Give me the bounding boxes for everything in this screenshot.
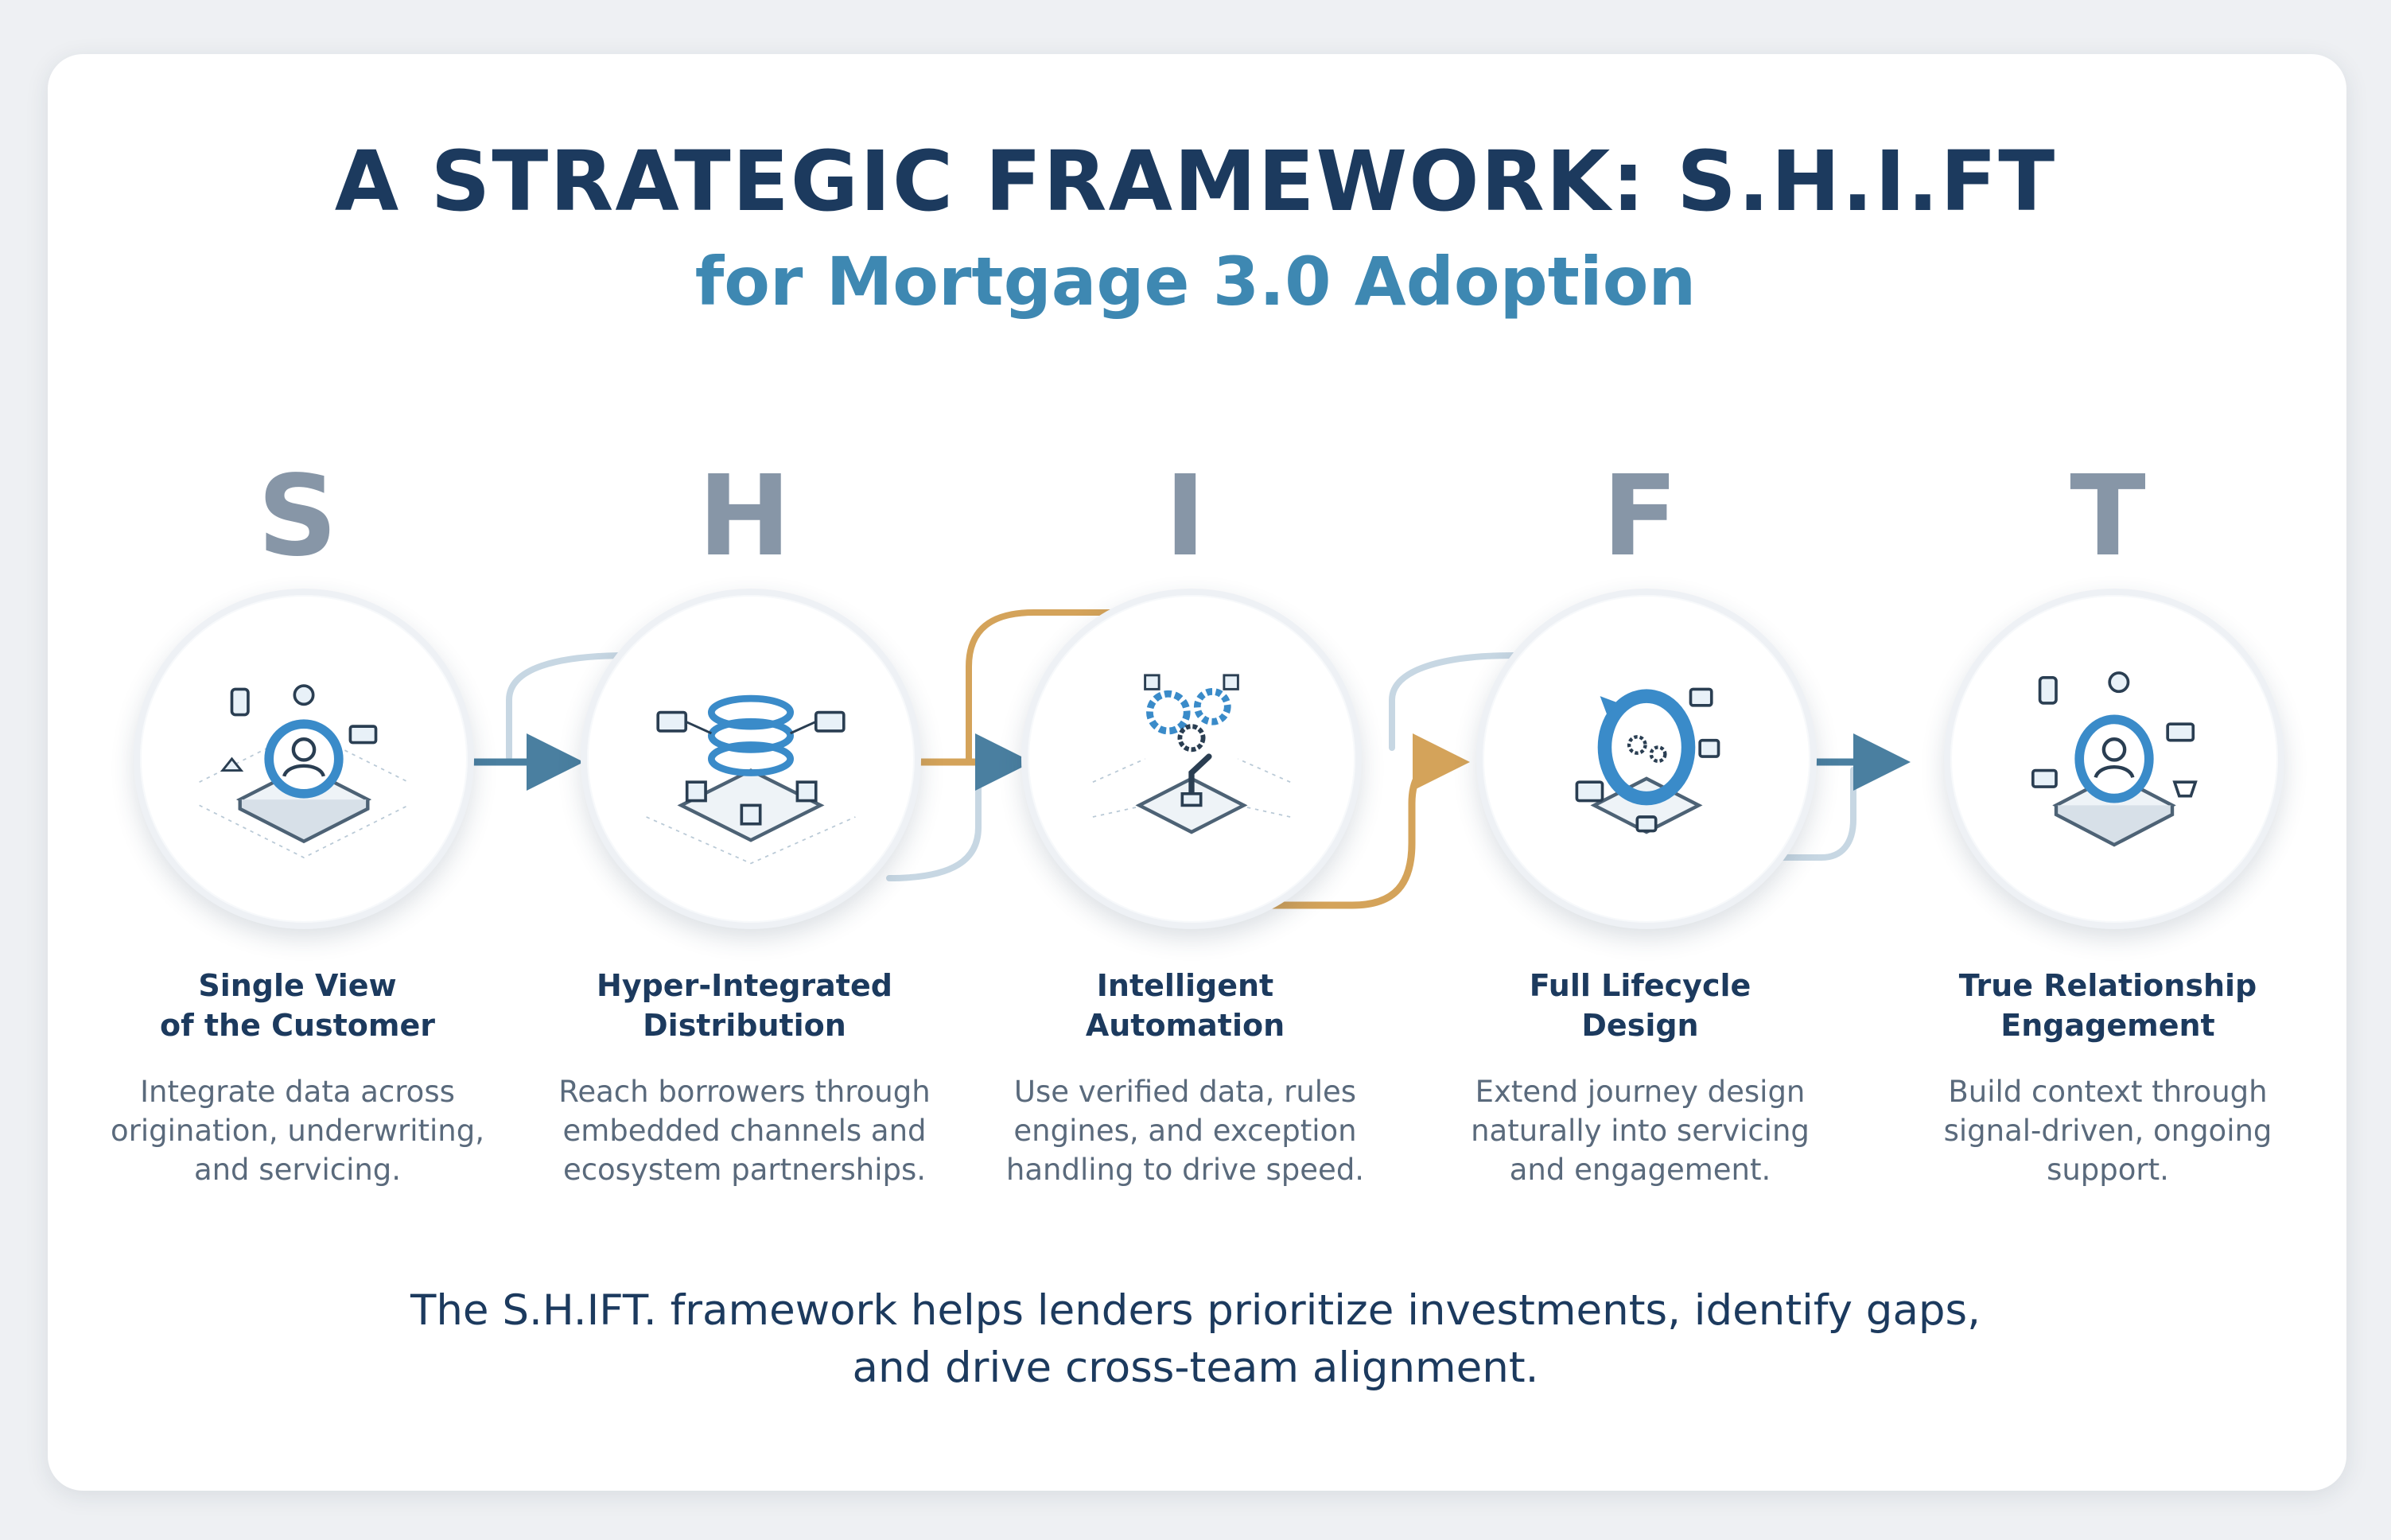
step-desc-line: and servicing. (193, 1153, 402, 1187)
step-title-line: of the Customer (159, 1008, 436, 1043)
robotic-automation-icon (1092, 674, 1291, 834)
distribution-network-icon (646, 694, 856, 865)
step-desc-line: handling to drive speed. (1005, 1153, 1365, 1187)
step-desc-line: Integrate data across (140, 1075, 455, 1109)
step-desc-line: Use verified data, rules (1013, 1075, 1357, 1109)
step-desc-line: embedded channels and (562, 1114, 927, 1148)
footer-line: The S.H.IFT. framework helps lenders pri… (410, 1286, 1981, 1335)
step-title: True Relationship Engagement (1885, 966, 2331, 1045)
step-description: Reach borrowers through embedded channel… (522, 1072, 967, 1189)
step-letter: I (1164, 452, 1207, 581)
step-title: Intelligent Automation (962, 966, 1408, 1045)
step-description: Extend journey design naturally into ser… (1417, 1072, 1863, 1189)
step-letter: T (2070, 452, 2146, 581)
step-title-line: Full Lifecycle (1529, 968, 1751, 1003)
step-letter: H (698, 452, 791, 581)
connector-loop (506, 652, 632, 760)
step-title-line: Hyper-Integrated (597, 968, 892, 1003)
step-desc-line: Build context through (1948, 1075, 2268, 1109)
connector-arrow (1254, 733, 1470, 909)
step-desc-line: support. (2047, 1153, 2169, 1187)
footer-summary: The S.H.IFT. framework helps lenders pri… (0, 1282, 2391, 1397)
step-title: Hyper-Integrated Distribution (522, 966, 967, 1045)
step-circle (1944, 589, 2284, 929)
connector-loop (966, 609, 1152, 763)
relationship-engagement-icon (2031, 671, 2198, 847)
step-circle (1021, 589, 1362, 929)
step-description: Build context through signal-driven, ong… (1885, 1072, 2331, 1189)
step-desc-line: origination, underwriting, (110, 1114, 484, 1148)
step-desc-line: ecosystem partnerships. (562, 1153, 927, 1187)
step-circle (134, 589, 474, 929)
step-circle (1476, 589, 1817, 929)
step-title-line: True Relationship (1958, 968, 2257, 1003)
step-title-line: Intelligent (1096, 968, 1274, 1003)
step-desc-line: Reach borrowers through (558, 1075, 931, 1109)
step-letter: F (1602, 452, 1678, 581)
step-description: Use verified data, rules engines, and ex… (962, 1072, 1408, 1189)
page-title: A STRATEGIC FRAMEWORK: S.H.I.FT (334, 133, 2057, 230)
connector-loop (1748, 767, 1856, 861)
step-desc-line: and engagement. (1509, 1153, 1771, 1187)
step-description: Integrate data across origination, under… (75, 1072, 520, 1189)
step-circle (581, 589, 921, 929)
connector-loop (886, 767, 982, 881)
lifecycle-cycle-icon (1575, 687, 1720, 834)
step-title-line: Distribution (643, 1008, 846, 1043)
step-desc-line: naturally into servicing (1471, 1114, 1810, 1148)
footer-line: and drive cross-team alignment. (852, 1344, 1539, 1392)
step-title-line: Single View (198, 968, 397, 1003)
step-title: Single View of the Customer (75, 966, 520, 1045)
step-title-line: Automation (1085, 1008, 1285, 1043)
step-title-line: Design (1581, 1008, 1699, 1043)
step-desc-line: engines, and exception (1013, 1114, 1357, 1148)
page-subtitle: for Mortgage 3.0 Adoption (694, 243, 1697, 321)
step-letter: S (257, 452, 338, 581)
step-desc-line: signal-driven, ongoing (1943, 1114, 2272, 1148)
customer-profile-icon (199, 684, 409, 859)
step-title: Full Lifecycle Design (1417, 966, 1863, 1045)
connector-loop (1389, 652, 1516, 751)
step-title-line: Engagement (2000, 1008, 2215, 1043)
step-desc-line: Extend journey design (1475, 1075, 1806, 1109)
